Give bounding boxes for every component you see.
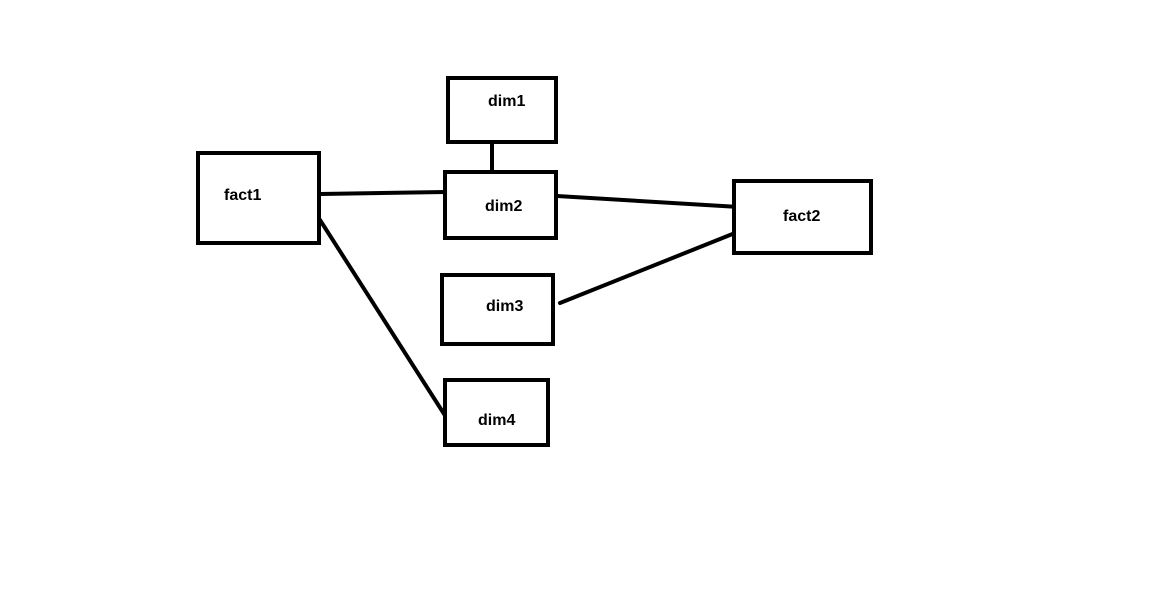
edge-dim2-fact2 (555, 194, 741, 209)
node-box (443, 170, 558, 240)
node-label: dim3 (486, 298, 523, 315)
node-label: dim1 (488, 93, 525, 110)
node-box (443, 378, 550, 447)
node-dim2: dim2 (443, 170, 558, 240)
edge-fact1-dim4 (318, 218, 448, 419)
node-fact1: fact1 (196, 151, 321, 245)
node-box (446, 76, 558, 144)
node-box (196, 151, 321, 245)
node-label: fact1 (224, 187, 261, 204)
node-fact2: fact2 (732, 179, 873, 255)
edge-dim3-fact2 (558, 231, 737, 305)
node-label: dim2 (485, 198, 522, 215)
node-label: dim4 (478, 412, 515, 429)
node-label: fact2 (783, 208, 820, 225)
edge-fact1-dim2 (318, 190, 447, 196)
node-dim4: dim4 (443, 378, 550, 447)
node-box (440, 273, 555, 346)
node-box (732, 179, 873, 255)
node-dim3: dim3 (440, 273, 555, 346)
node-dim1: dim1 (446, 76, 558, 144)
